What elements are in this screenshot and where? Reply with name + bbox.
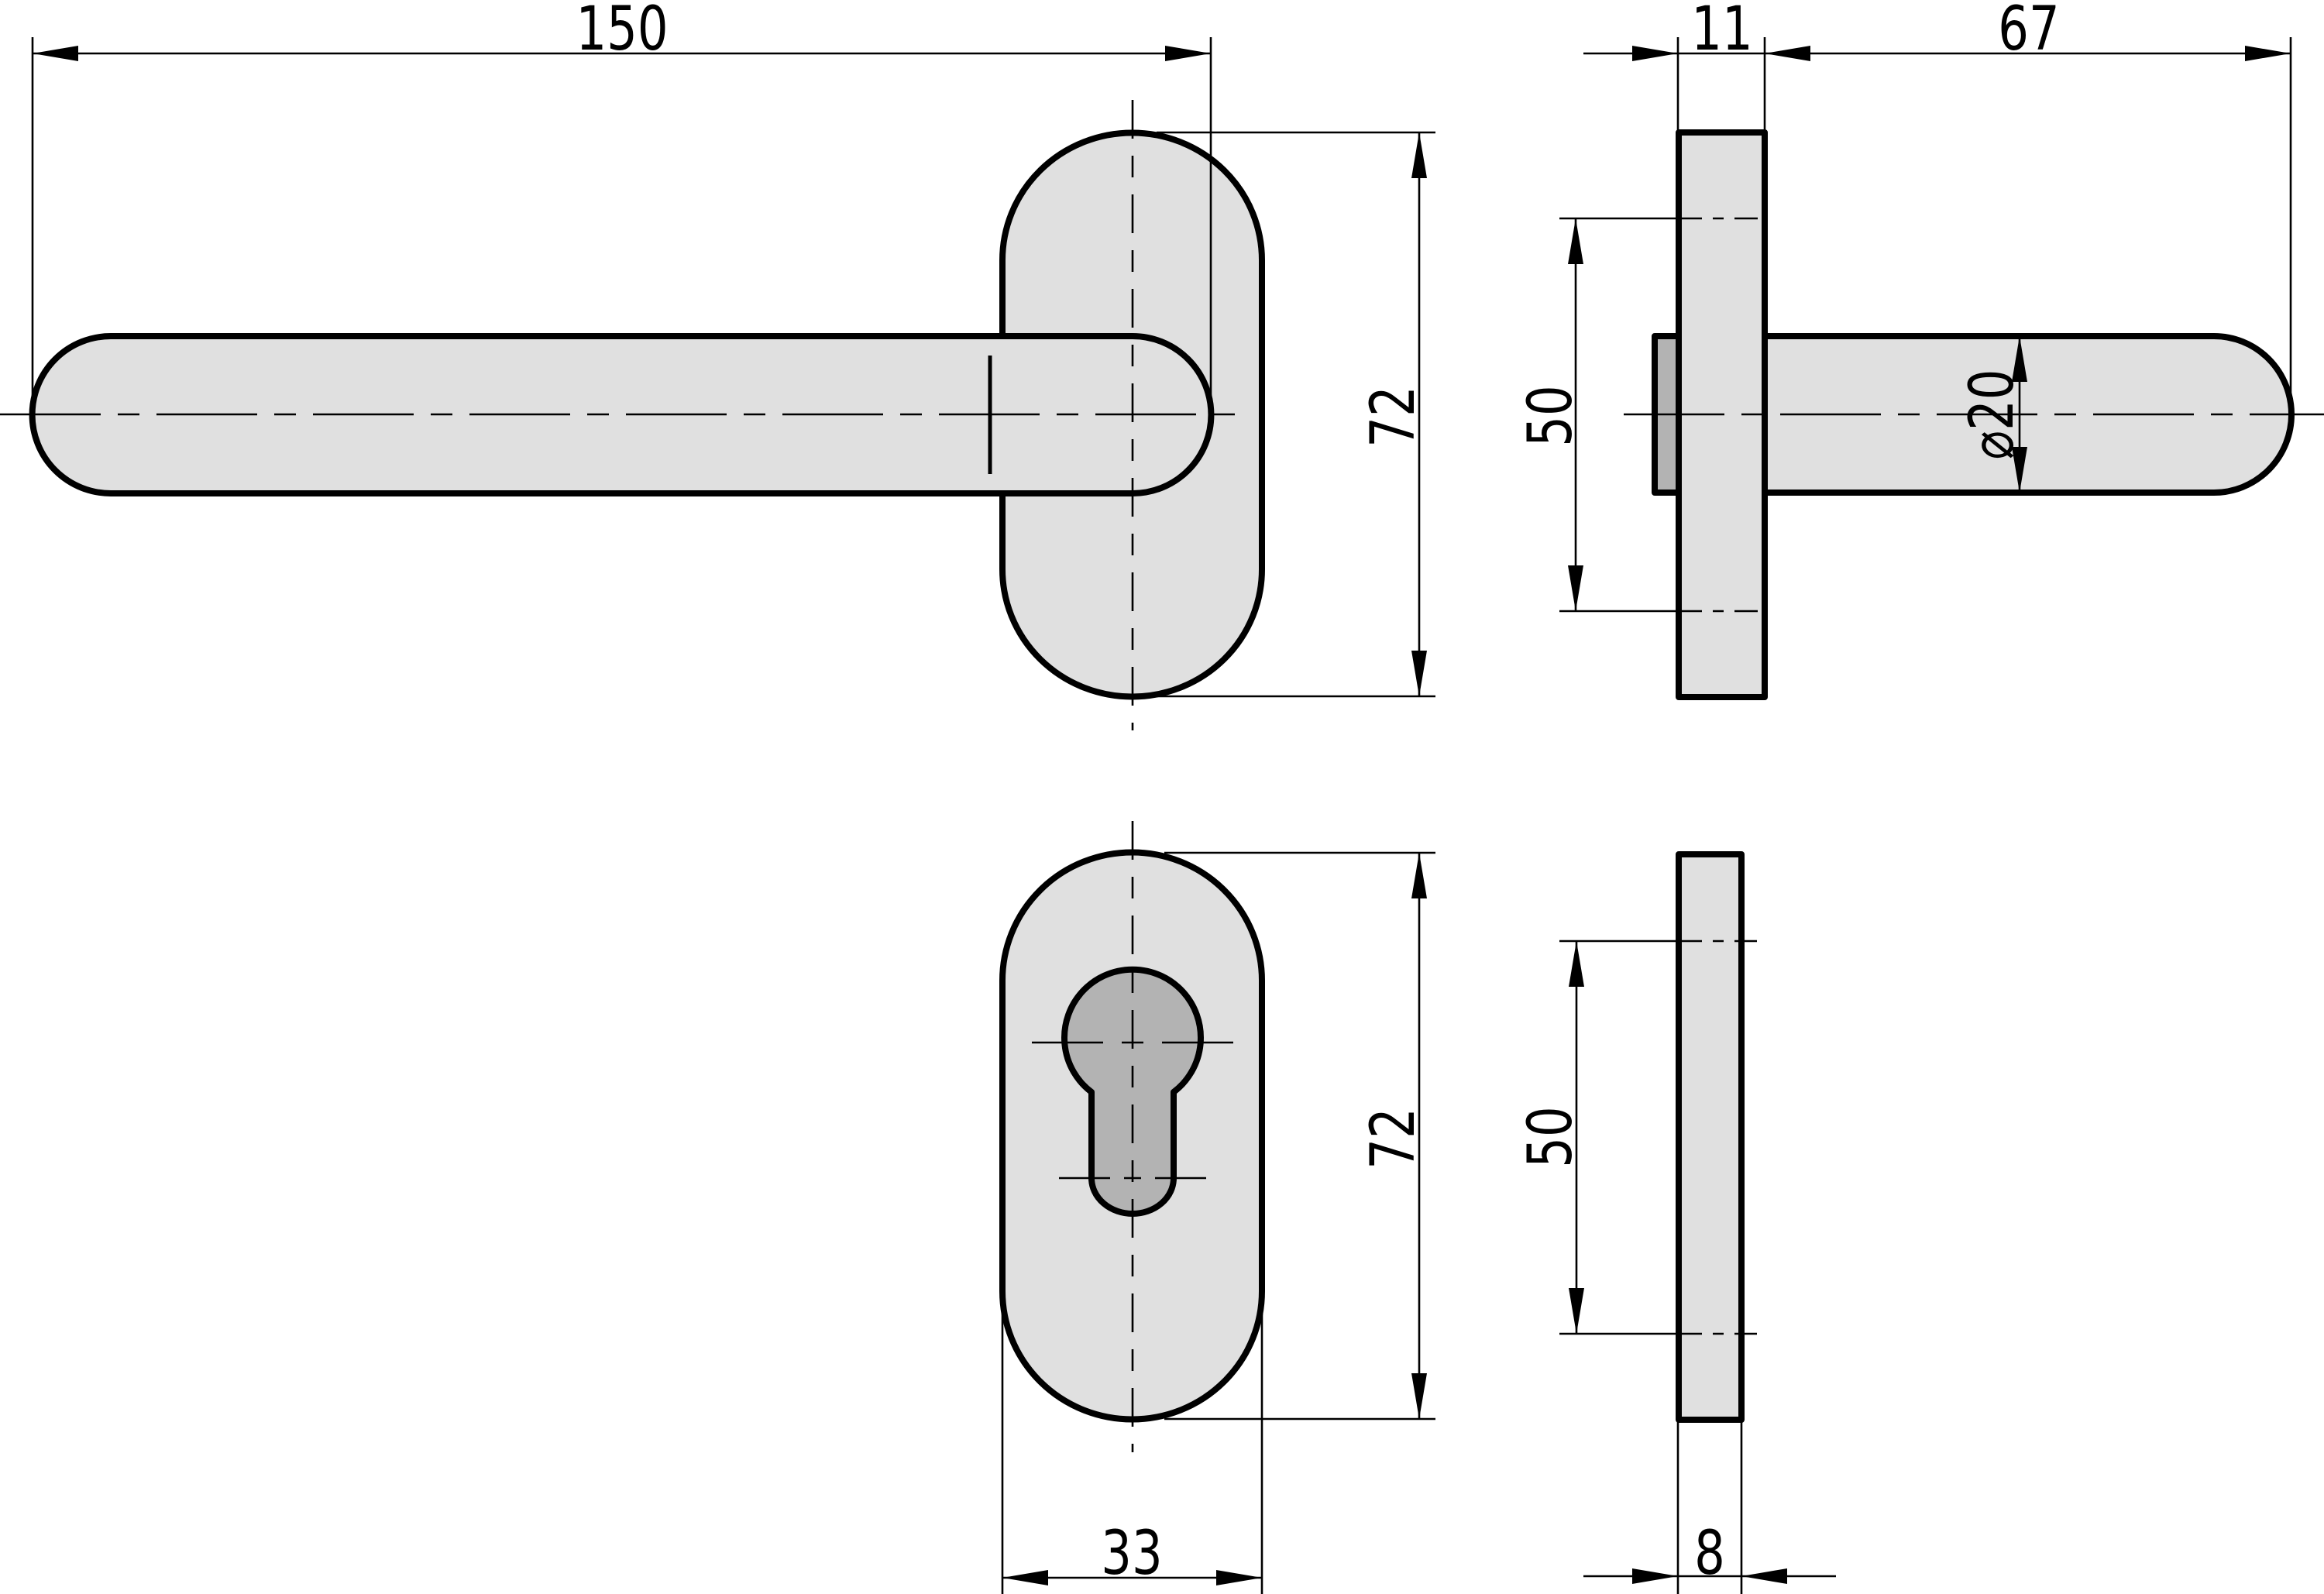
dimension-label: 50	[1514, 385, 1586, 446]
dimension-label: 67	[1998, 0, 2059, 64]
handle-side-view: 11 67 50 ⌀20	[1514, 0, 2324, 700]
dimension-label: 8	[1694, 1517, 1725, 1589]
dimension-72-escutcheon: 72	[1164, 851, 1435, 1421]
dimension-50-escutcheon: 50	[1514, 940, 1757, 1335]
dimension-diameter-20: ⌀20	[1956, 336, 2027, 493]
dimension-label: 50	[1514, 1106, 1586, 1167]
dimension-label: 11	[1691, 0, 1752, 64]
dimension-33: 33	[1001, 1291, 1263, 1594]
dimension-label: 33	[1101, 1517, 1162, 1589]
dimension-67: 67	[1998, 0, 2292, 414]
handle-front-view: 150 72	[0, 0, 1435, 730]
escutcheon-front-view: 72 33	[999, 821, 1435, 1594]
dimension-label: 72	[1357, 386, 1428, 447]
dimension-11: 11	[1583, 0, 2291, 132]
dimension-150: 150	[31, 0, 1212, 414]
dimension-label: 150	[576, 0, 668, 64]
dimension-label: 72	[1357, 1108, 1428, 1169]
dimension-8: 8	[1583, 1420, 1836, 1594]
escutcheon-side-plate	[1676, 851, 1745, 1423]
dimension-72-rose: 72	[1157, 131, 1435, 698]
escutcheon-side-view: 50 8	[1514, 851, 1836, 1594]
dimension-label: ⌀20	[1956, 369, 2027, 460]
dimension-50-side: 50	[1514, 217, 1758, 613]
cylinder-keyhole	[1061, 966, 1204, 1217]
